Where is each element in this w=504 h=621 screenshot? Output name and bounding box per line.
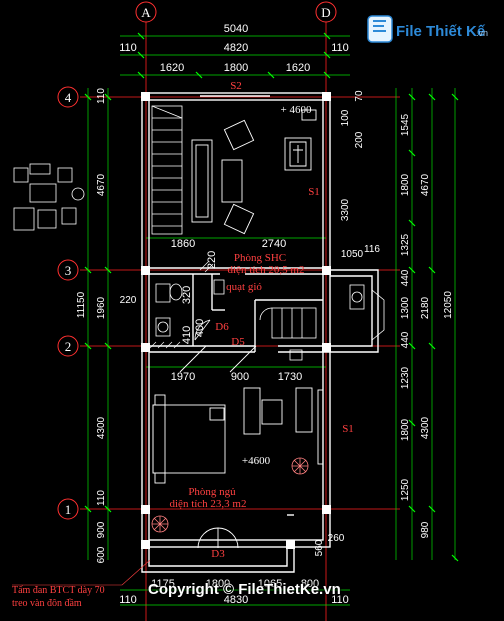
dim-inner-900: 900 <box>231 371 249 383</box>
dim-bottom-110-left: 110 <box>119 594 137 606</box>
dim-seg-right: 1620 <box>286 62 310 74</box>
dim-left-110-bottom: 110 <box>96 490 107 506</box>
dim-bottom-4830: 4830 <box>224 594 248 606</box>
dim-right-100: 100 <box>340 109 351 126</box>
dim-outer-4300: 4300 <box>420 416 431 439</box>
dim-bottom-110-right: 110 <box>331 594 349 606</box>
dim-right-1300: 1300 <box>400 296 411 319</box>
fan-label: quạt gió <box>226 281 262 293</box>
dim-left-600: 600 <box>96 546 107 563</box>
logo-text: File Thiết Kế <box>396 23 486 40</box>
site-logo: File Thiết Kế .vn <box>366 12 498 46</box>
window-label-s1-top: S1 <box>308 186 320 198</box>
dim-outer-12050: 12050 <box>443 291 454 319</box>
dim-right-1050: 1050 <box>341 249 364 260</box>
grid-label-a: A <box>141 5 151 20</box>
door-label-d6: D6 <box>215 321 229 333</box>
copyright-text: Copyright © FileThietKe.vn <box>148 581 341 598</box>
dim-inner-400: 400 <box>194 319 206 337</box>
door-label-d3: D3 <box>211 548 225 560</box>
dim-right-560: 560 <box>314 539 325 556</box>
dim-inner-1970: 1970 <box>171 371 195 383</box>
grid-bubbles <box>57 1 337 520</box>
dim-right-260: 260 <box>328 533 345 544</box>
dim-right-1250: 1250 <box>400 478 411 501</box>
room-area-bedroom: diện tích 23,3 m2 <box>170 498 247 510</box>
dim-inner-1860: 1860 <box>171 238 195 250</box>
dim-bottom-1800: 1800 <box>206 578 230 590</box>
dim-right-1800-top: 1800 <box>400 173 411 196</box>
grid-label-d: D <box>321 5 330 20</box>
dim-right-440-top: 440 <box>400 269 411 286</box>
dim-outer-2180: 2180 <box>420 296 431 319</box>
dim-right-1545: 1545 <box>400 113 411 136</box>
logo-suffix: .vn <box>476 28 488 38</box>
dim-right-1325: 1325 <box>400 233 411 256</box>
dim-right-200: 200 <box>354 131 365 148</box>
door-label-d5: D5 <box>231 336 245 348</box>
dim-inner-1730: 1730 <box>278 371 302 383</box>
room-area-shc: diện tích 20,5 m2 <box>228 264 305 276</box>
outside-furniture <box>13 163 85 231</box>
grid-label-1: 1 <box>65 502 72 517</box>
dim-outer-4670: 4670 <box>420 173 431 196</box>
grid-label-3: 3 <box>65 263 72 278</box>
dim-inner-2740: 2740 <box>262 238 286 250</box>
plant-symbols <box>151 457 309 533</box>
dim-bottom-800: 800 <box>301 578 319 590</box>
dim-bottom-1175: 1175 <box>151 578 175 590</box>
dimension-lines <box>87 35 456 606</box>
level-marker-bottom: +4600 <box>242 455 271 467</box>
dim-right-70: 70 <box>354 90 365 102</box>
window-label-s2: S2 <box>230 80 242 92</box>
dim-seg-mid: 1800 <box>224 62 248 74</box>
dim-bottom-1065: 1065 <box>258 578 282 590</box>
room-name-bedroom: Phòng ngủ <box>188 486 236 498</box>
grid-lines <box>80 22 400 621</box>
note-line-1: Tấm đan BTCT dày 70 <box>12 585 105 596</box>
dim-right-1800-bottom: 1800 <box>400 418 411 441</box>
level-marker-top: + 4600 <box>281 104 312 116</box>
window-label-s1-bottom: S1 <box>342 423 354 435</box>
dim-inner-410: 410 <box>181 326 193 344</box>
bedroom-furniture <box>152 345 324 549</box>
dim-inner-320: 320 <box>181 286 193 304</box>
staircase-top <box>151 105 183 235</box>
dim-left-4300: 4300 <box>96 416 107 439</box>
dim-left-220: 220 <box>120 295 137 306</box>
dim-seg-left: 1620 <box>160 62 184 74</box>
dim-right-1230: 1230 <box>400 366 411 389</box>
right-bath-fixtures <box>349 284 385 341</box>
dim-overall: 5040 <box>224 23 248 35</box>
dim-inner-220: 220 <box>206 251 218 269</box>
room-name-shc: Phòng SHC <box>234 252 286 264</box>
dim-right-3300: 3300 <box>340 198 351 221</box>
grid-label-4: 4 <box>65 90 72 105</box>
dim-left-offset: 110 <box>119 42 137 54</box>
bathroom-fixtures <box>155 279 225 341</box>
dim-right-116: 116 <box>364 244 380 255</box>
wall-hatch <box>149 261 214 349</box>
dim-right-offset: 110 <box>331 42 349 54</box>
staircase-middle <box>259 307 317 361</box>
living-furniture <box>191 109 317 235</box>
dimension-ticks <box>84 32 459 562</box>
dim-right-440-bottom: 440 <box>400 331 411 348</box>
dim-left-1960: 1960 <box>96 296 107 319</box>
dim-left-900: 900 <box>96 521 107 538</box>
dim-left-4670: 4670 <box>96 173 107 196</box>
grid-label-2: 2 <box>65 339 72 354</box>
dim-inner: 4820 <box>224 42 248 54</box>
dim-outer-980: 980 <box>420 521 431 538</box>
dim-left-110-top: 110 <box>96 88 107 104</box>
dim-left-11150: 11150 <box>76 291 87 318</box>
wall-columns <box>141 92 331 549</box>
note-line-2: treo vàn đôn đầm <box>12 598 82 609</box>
